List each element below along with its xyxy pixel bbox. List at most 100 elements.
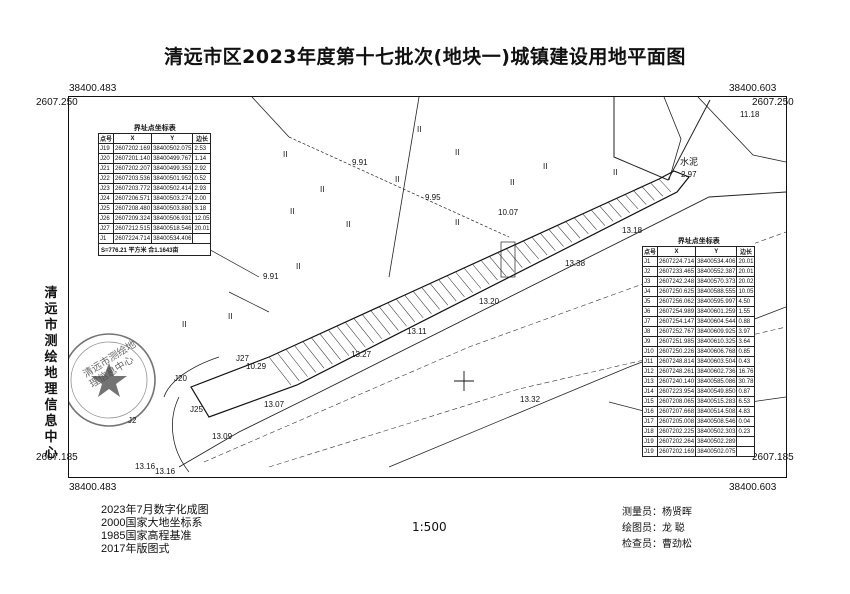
tl-cell: J22 (97, 173, 115, 184)
tr-cell: 38400610.325 (695, 336, 738, 347)
map-frame (68, 96, 787, 478)
tr-cell: 2607250.226 (657, 346, 697, 357)
tr-cell: J2 (641, 266, 659, 277)
tl-cell: 2607208.480 (113, 203, 153, 214)
hatch-line (353, 318, 374, 344)
tl-cell: 38400534.406 (151, 233, 194, 244)
veg-symbol: II (296, 262, 301, 271)
footer-line: 1985国家高程基准 (101, 530, 192, 542)
elev-label: 13.20 (479, 297, 500, 306)
tr-cell: J7 (641, 316, 659, 327)
elev-label: 9.91 (352, 158, 368, 167)
hatch-line (506, 248, 523, 268)
plot-line-4 (228, 291, 270, 313)
tr-cell: 2607248.814 (657, 356, 697, 367)
tl-cell: 2607212.515 (113, 223, 153, 234)
scale-label: 1:500 (412, 520, 447, 534)
coord-top-right-x: 38400.603 (729, 83, 777, 94)
tr-cell: 6.53 (736, 396, 756, 407)
tr-cell: 38400595.997 (695, 296, 738, 307)
hatch-line (294, 345, 316, 373)
tr-cell: 38400515.283 (695, 396, 738, 407)
hatch-line (336, 325, 358, 352)
tl-cell: 2607203.536 (113, 173, 153, 184)
hatch-line (387, 302, 407, 327)
table-right-header: Y (695, 246, 738, 257)
veg-symbol: II (455, 148, 460, 157)
tr-cell: 2607252.767 (657, 326, 697, 337)
tl-cell: 0.52 (192, 173, 212, 184)
tr-cell: 2607224.714 (657, 256, 697, 267)
hatch-line (582, 213, 597, 230)
tr-cell: 2607248.261 (657, 366, 697, 377)
tr-cell: 2607250.625 (657, 286, 697, 297)
elev-label: 10.29 (246, 362, 267, 371)
coord-top-left-y: 2607.250 (36, 97, 78, 108)
tr-cell: J19 (641, 436, 659, 447)
hatch-line (446, 275, 465, 298)
elev-label: 11.18 (740, 110, 760, 119)
tr-cell: J13 (641, 376, 659, 387)
tr-cell: 1.55 (736, 306, 756, 317)
veg-symbol: II (395, 175, 400, 184)
coord-bottom-left-x: 38400.483 (69, 482, 117, 493)
hatch-line (531, 236, 548, 256)
wall-line (697, 97, 786, 163)
curve-left-2 (163, 356, 220, 398)
elev-label: 13.16 (135, 462, 156, 471)
hatch-line (607, 202, 622, 218)
tr-cell: 2607256.062 (657, 296, 697, 307)
hatch-line (463, 267, 482, 289)
table-left-header: 点号 (97, 133, 115, 144)
table-right-header: 边长 (736, 246, 756, 257)
tr-cell: J1 (641, 256, 659, 267)
elev-label: 13.16 (155, 467, 176, 476)
veg-symbol: II (346, 220, 351, 229)
road-edge-1 (178, 191, 786, 468)
tr-cell: J3 (641, 276, 659, 287)
hatch-line (285, 349, 308, 377)
tl-cell: 2607202.207 (113, 163, 153, 174)
tr-cell: 38400604.544 (695, 316, 738, 327)
tl-cell: 2607224.714 (113, 233, 153, 244)
tl-cell: 38400501.952 (151, 173, 194, 184)
elev-label: 2.97 (681, 170, 697, 179)
tl-cell: 20.01 (192, 223, 212, 234)
hatch-line (633, 190, 647, 205)
tr-cell: 3.97 (736, 326, 756, 337)
elev-label: 13.11 (407, 327, 427, 336)
table-left-header: X (113, 133, 153, 144)
tl-cell: 38400503.880 (151, 203, 194, 214)
tr-cell: 30.78 (736, 376, 756, 387)
tl-cell: J1 (97, 233, 115, 244)
veg-symbol: II (228, 312, 233, 321)
drafter-label: 绘图员：龙 聪 (622, 523, 685, 534)
veg-symbol: II (290, 207, 295, 216)
tr-cell: 2607240.140 (657, 376, 697, 387)
tl-cell: 2607201.140 (113, 153, 153, 164)
tr-cell: 38400585.086 (695, 376, 738, 387)
tr-cell: 2607254.147 (657, 316, 697, 327)
elev-label: 13.32 (520, 395, 541, 404)
hatch-line (497, 252, 515, 272)
hatch-line (277, 352, 300, 381)
tl-cell: 38400499.767 (151, 153, 194, 164)
page-title: 清远市区2023年度第十七批次(地块一)城镇建设用地平面图 (164, 46, 686, 68)
tr-cell: 0.87 (736, 386, 756, 397)
tl-cell: 1.14 (192, 153, 212, 164)
tr-cell: 38400606.768 (695, 346, 738, 357)
building-outline (613, 97, 711, 181)
tr-cell: 38400502.075 (695, 446, 738, 457)
table-left-area: S=776.21 平方米 合1.1643亩 (98, 244, 212, 256)
tr-cell (736, 446, 756, 457)
elev-label: 13.18 (622, 226, 643, 235)
tr-cell: 2607202.264 (657, 436, 697, 447)
